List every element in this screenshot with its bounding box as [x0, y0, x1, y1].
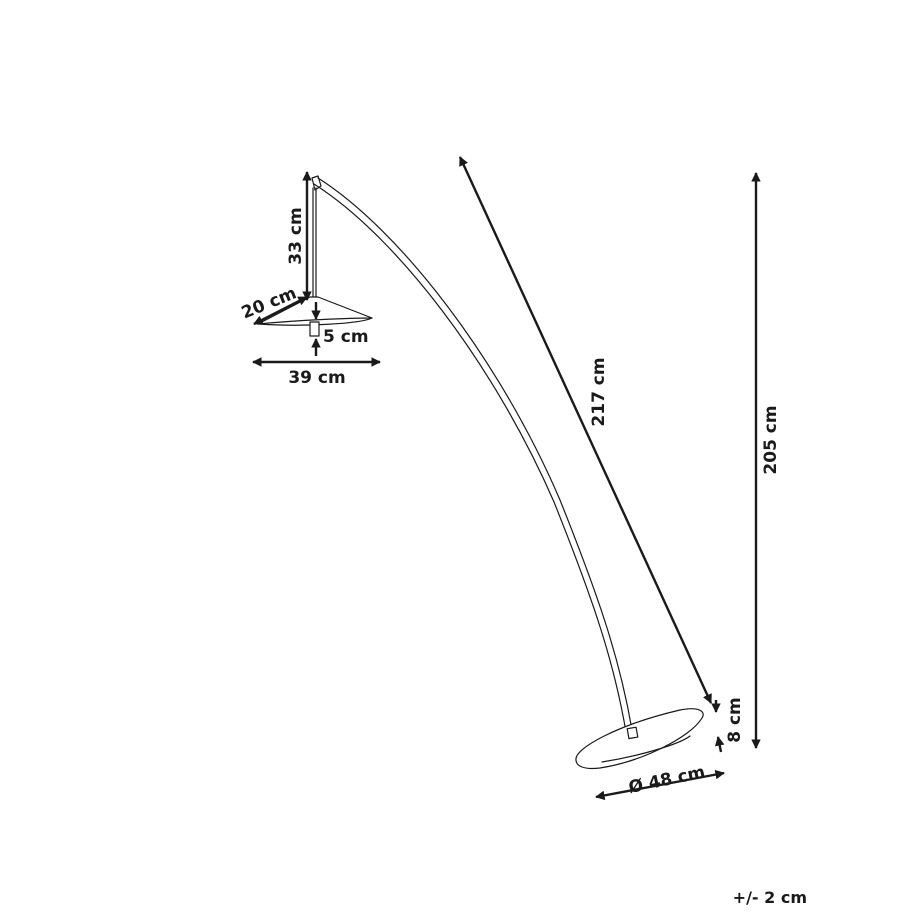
base-height-label: 8 cm — [725, 697, 745, 743]
dimension-lines — [252, 156, 761, 801]
lamp-pole-inner — [313, 183, 627, 733]
base-diameter-line — [595, 769, 725, 801]
socket-height-label: 5 cm — [323, 327, 369, 347]
lamp-pole — [317, 177, 633, 731]
lamp-socket — [309, 321, 320, 337]
lamp-illustration — [257, 175, 704, 770]
pole-length-line — [458, 156, 713, 704]
base-height-arrow-bottom — [714, 736, 725, 753]
tolerance-note: +/- 2 cm — [733, 888, 807, 907]
pole-foot — [626, 726, 639, 740]
pole-top-cap — [311, 175, 322, 191]
shade-drop-label: 33 cm — [286, 207, 306, 264]
lamp-base — [575, 708, 704, 770]
lamp-base-edge — [601, 735, 691, 763]
shade-width-label: 39 cm — [288, 368, 345, 388]
shade-depth-line — [253, 295, 308, 326]
total-height-label: 205 cm — [761, 405, 781, 474]
pole-length-label: 217 cm — [589, 357, 609, 426]
base-diameter-label: Ø 48 cm — [627, 762, 707, 798]
